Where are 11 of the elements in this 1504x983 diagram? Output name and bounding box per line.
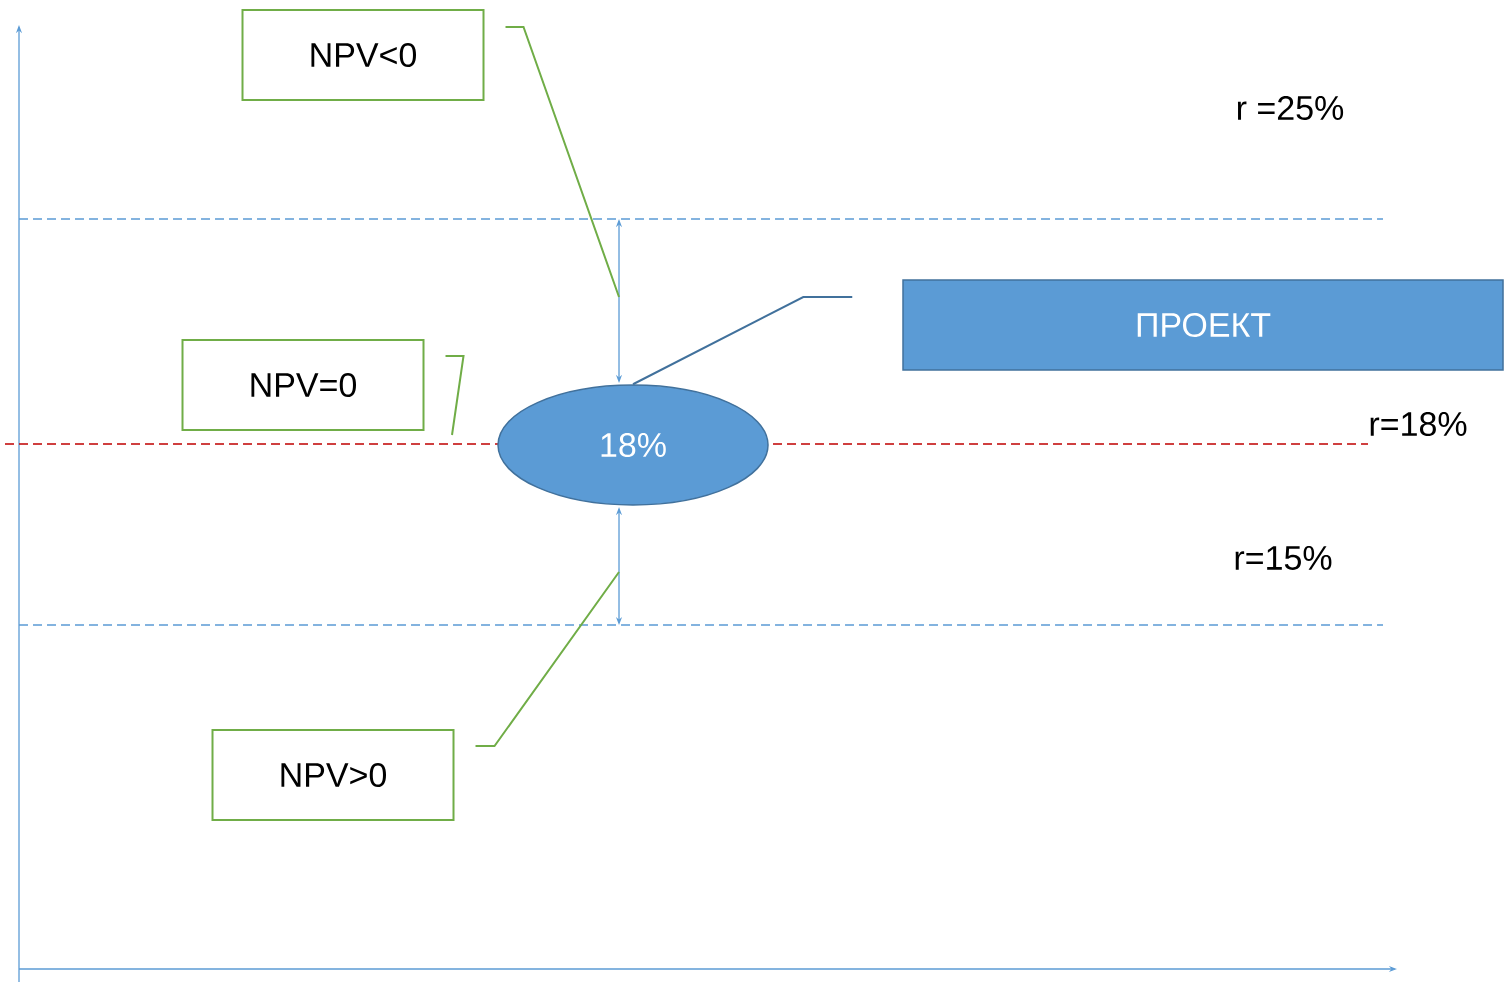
leader-line (504, 26, 620, 298)
text-box: NPV>0 (211, 729, 455, 821)
leader-line (632, 296, 854, 386)
text-box: NPV=0 (181, 339, 425, 431)
leader-line (474, 571, 620, 747)
rate-label: r=18% (1370, 412, 1467, 437)
rate-label: r=15% (1235, 546, 1332, 570)
rate-label: r =25% (1237, 95, 1344, 121)
project-box: ПРОЕКТ (902, 279, 1504, 371)
text-box: NPV<0 (241, 9, 485, 101)
leader-line (444, 355, 465, 436)
